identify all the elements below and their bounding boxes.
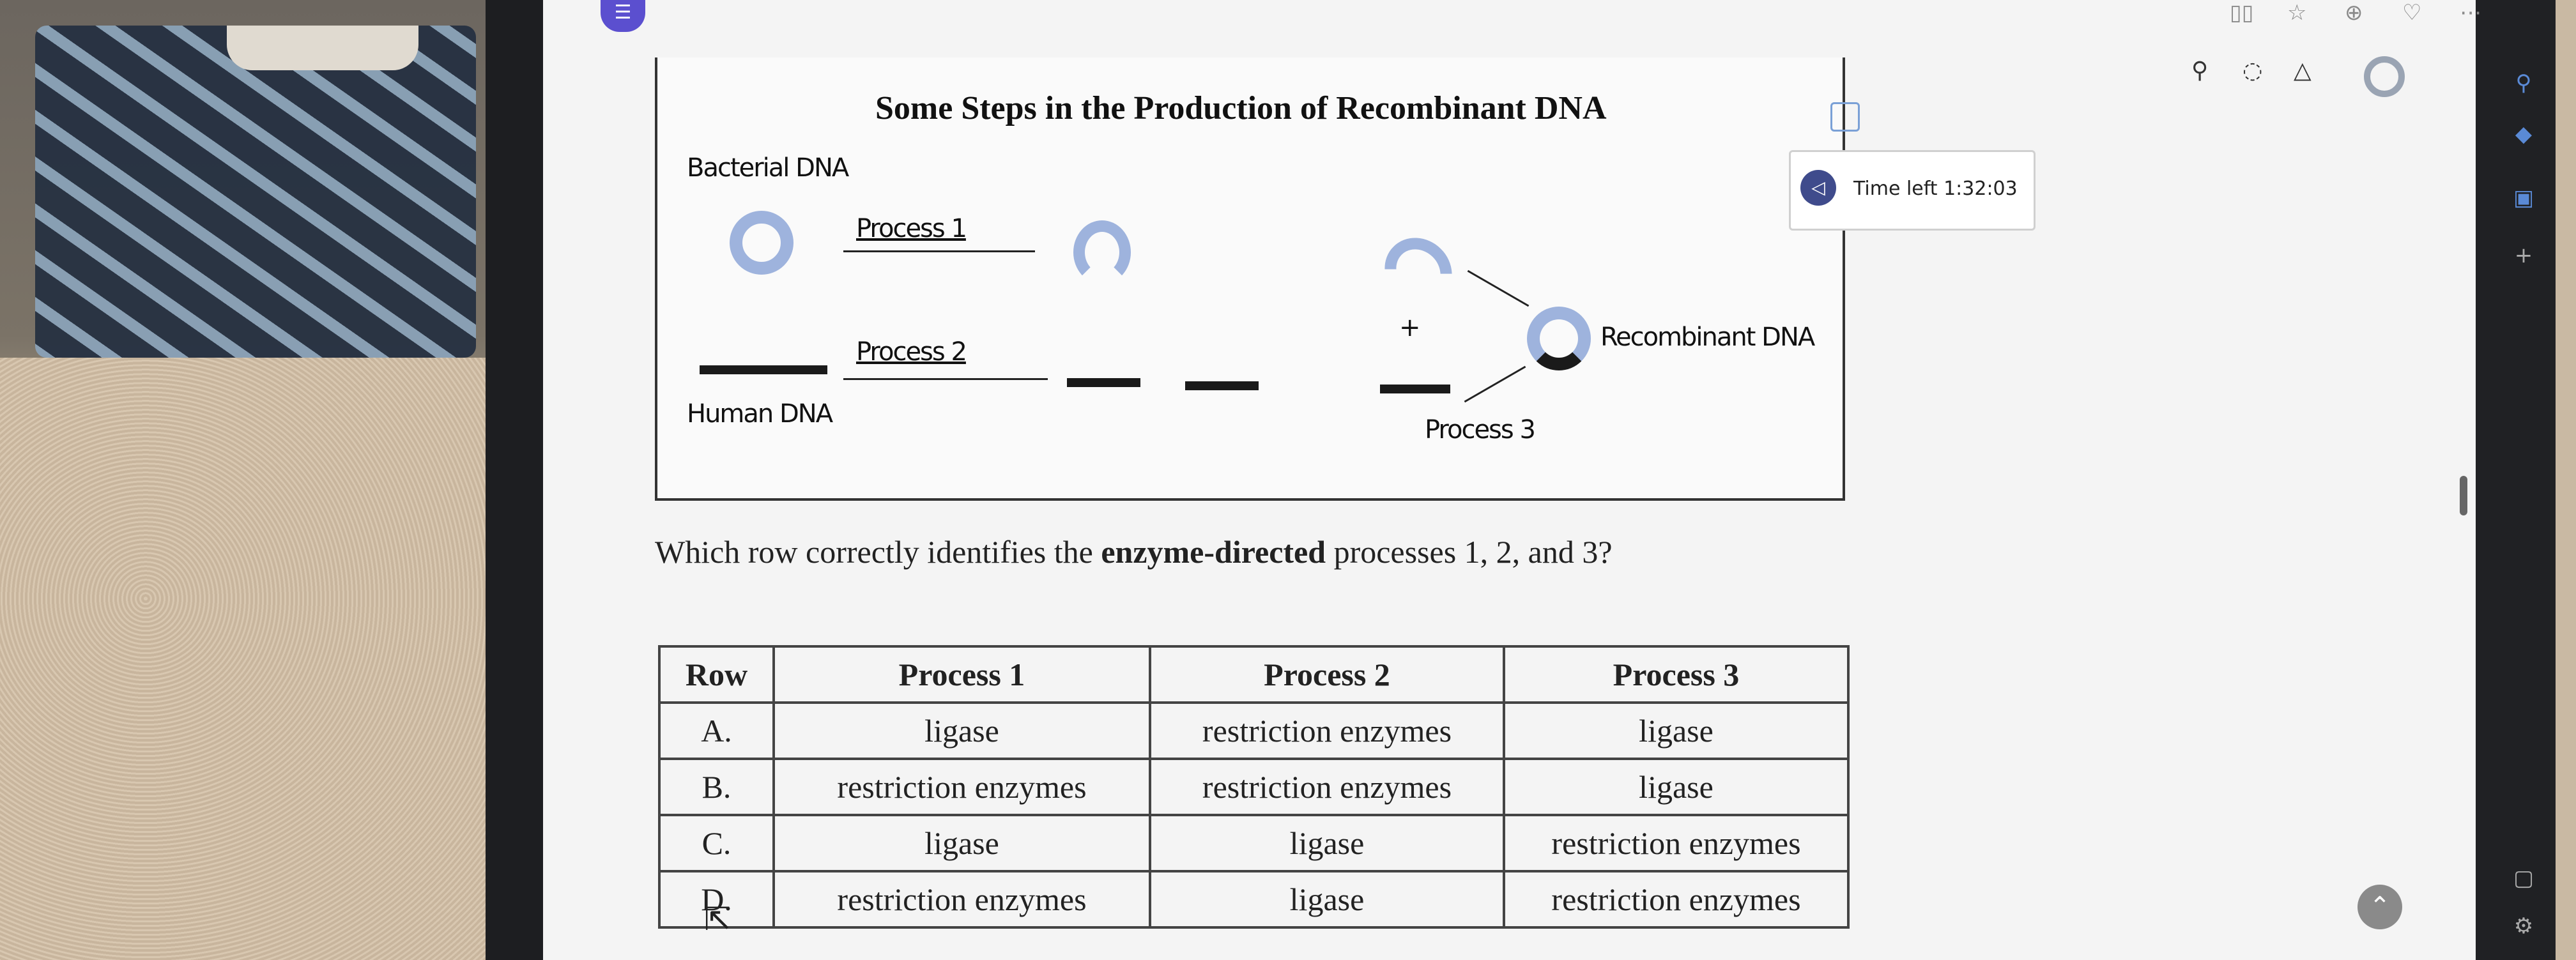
notes-icon[interactable]: ☰ (601, 0, 645, 32)
tissue-box-photo (35, 26, 476, 358)
header-process-2: Process 2 (1149, 645, 1505, 704)
row-label: C. (658, 814, 775, 872)
more-icon[interactable]: ⋯ (2460, 0, 2481, 26)
table-cell: restriction enzymes (1149, 701, 1505, 760)
table-cell: restriction enzymes (772, 758, 1151, 816)
question-suffix: processes 1, 2, and 3? (1326, 534, 1613, 570)
bacterial-dna-label: Bacterial DNA (687, 153, 849, 183)
process3-label: Process 3 (1425, 415, 1536, 445)
diagram-frame (655, 57, 1845, 501)
human-dna-bar (700, 365, 827, 374)
row-label: D. (658, 870, 775, 929)
table-cell: restriction enzymes (1149, 758, 1505, 816)
human-dna-fragment-1 (1067, 378, 1140, 387)
app-toolbar: ⚲ ◌ △ (2159, 51, 2479, 89)
carpet-photo (0, 358, 486, 960)
table-cell: ligase (1149, 870, 1505, 929)
process1-arrow (843, 250, 1035, 252)
favorites-icon[interactable]: ☆ (2287, 0, 2307, 26)
copilot-icon[interactable]: ♡ (2402, 0, 2422, 26)
bell-icon[interactable]: △ (2294, 57, 2312, 84)
table-cell: ligase (772, 701, 1151, 760)
row-label: B. (658, 758, 775, 816)
table-cell: ligase (1503, 758, 1850, 816)
answer-table: Row Process 1 Process 2 Process 3 A. lig… (658, 645, 1850, 929)
cut-plasmid-ring (1073, 220, 1131, 284)
row-label: A. (658, 701, 775, 760)
human-dna-label: Human DNA (687, 399, 833, 429)
header-row: Row (658, 645, 775, 704)
table-row-a[interactable]: A. ligase restriction enzymes ligase (658, 701, 1850, 760)
timer-text: Time left 1:32:03 (1853, 178, 2018, 200)
table-row-b[interactable]: B. restriction enzymes restriction enzym… (658, 758, 1850, 816)
plus-sign: + (1399, 313, 1420, 342)
table-cell: ligase (1503, 701, 1850, 760)
question-bold: enzyme-directed (1101, 534, 1326, 570)
diagram-title: Some Steps in the Production of Recombin… (875, 90, 1607, 126)
panel-icon[interactable]: ▢ (2513, 865, 2534, 891)
header-process-3: Process 3 (1503, 645, 1850, 704)
recombinant-plasmid (1527, 307, 1591, 370)
question-text: Which row correctly identifies the enzym… (655, 533, 1613, 570)
timer-toggle-icon[interactable]: ◁ (1800, 170, 1836, 206)
timer-box[interactable]: ◁ Time left 1:32:03 (1789, 150, 2035, 231)
chevron-up-icon[interactable]: ⌃ (2358, 885, 2402, 929)
extensions-icon[interactable]: ⊕ (2345, 0, 2363, 26)
table-row-d[interactable]: D. restriction enzymes ligase restrictio… (658, 870, 1850, 929)
table-cell: ligase (1149, 814, 1505, 872)
table-row-c[interactable]: C. ligase ligase restriction enzymes (658, 814, 1850, 872)
process1-label: Process 1 (856, 214, 967, 243)
search-sidebar-icon[interactable]: ⚲ (2515, 70, 2532, 96)
avatar[interactable] (2364, 56, 2405, 97)
table-cell: ligase (772, 814, 1151, 872)
add-icon[interactable]: + (2514, 243, 2533, 268)
settings-icon[interactable]: ⚙ (2513, 913, 2534, 939)
immersive-reader-icon[interactable] (1830, 102, 1860, 132)
table-cell: restriction enzymes (1503, 870, 1850, 929)
recombinant-dna-label: Recombinant DNA (1600, 323, 1815, 352)
table-cell: restriction enzymes (1503, 814, 1850, 872)
human-dna-fragment-2 (1185, 381, 1259, 390)
reader-mode-icon[interactable]: ▯▯ (2230, 0, 2254, 26)
process2-arrow (843, 378, 1048, 380)
copilot-sidebar-icon[interactable]: ◆ (2515, 121, 2533, 147)
question-prefix: Which row correctly identifies the (655, 534, 1101, 570)
insert-fragment (1380, 385, 1450, 393)
header-process-1: Process 1 (772, 645, 1151, 704)
chat-icon[interactable]: ◌ (2242, 57, 2263, 84)
table-cell: restriction enzymes (772, 870, 1151, 929)
table-header-row: Row Process 1 Process 2 Process 3 (658, 645, 1850, 704)
bacterial-plasmid-ring (730, 211, 793, 275)
process2-label: Process 2 (856, 337, 967, 367)
background-edge (2556, 0, 2576, 960)
search-icon[interactable]: ⚲ (2191, 57, 2209, 84)
mouse-cursor-icon: ⇱ (704, 901, 731, 938)
outlook-sidebar-icon[interactable]: ▣ (2513, 185, 2534, 211)
scrollbar[interactable] (2460, 476, 2467, 515)
monitor-bezel-left (486, 0, 543, 960)
